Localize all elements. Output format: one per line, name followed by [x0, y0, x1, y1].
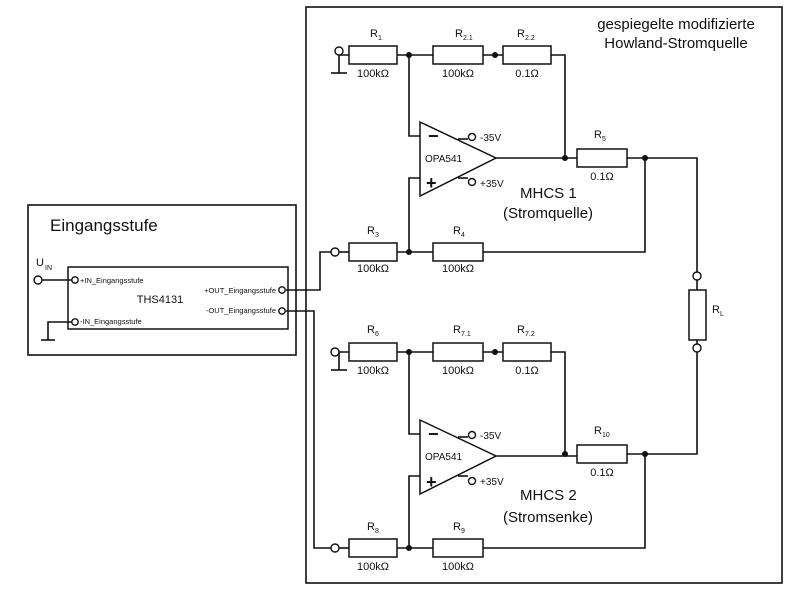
svg-text:7.1: 7.1: [461, 331, 471, 338]
wire-out-plus: [286, 251, 331, 291]
svg-text:0.1Ω: 0.1Ω: [590, 467, 614, 479]
uin-terminal: [33, 275, 43, 285]
resistor-r5: R 5 0.1Ω: [576, 129, 628, 183]
svg-text:R: R: [453, 521, 461, 533]
svg-text:R: R: [367, 324, 375, 336]
svg-text:100kΩ: 100kΩ: [357, 68, 389, 80]
svg-text:1: 1: [378, 35, 382, 42]
resistor-r22: R 2.2 0.1Ω: [502, 28, 552, 80]
svg-text:7.2: 7.2: [525, 331, 535, 338]
resistor-r21: R 2.1 100kΩ: [432, 28, 484, 80]
svg-text:100kΩ: 100kΩ: [442, 263, 474, 275]
resistor-r4: R 4 100kΩ: [432, 225, 484, 275]
svg-text:8: 8: [375, 528, 379, 535]
svg-text:R: R: [370, 28, 378, 40]
mhcs1-sub: (Stromquelle): [503, 205, 593, 222]
uin-sub: IN: [45, 265, 52, 272]
opamp2-vpos: +35V: [480, 477, 504, 488]
opamp2-vneg: -35V: [480, 431, 501, 442]
svg-text:R: R: [367, 521, 375, 533]
svg-text:4: 4: [461, 232, 465, 239]
ths4131-label: THS4131: [137, 294, 183, 306]
resistor-r3: R 3 100kΩ: [348, 225, 398, 275]
pin-in-minus-label: -IN_Eingangsstufe: [80, 317, 142, 326]
pin-out-minus-label: -OUT_Eingangsstufe: [206, 306, 276, 315]
svg-text:2.1: 2.1: [463, 35, 473, 42]
mhcs2-title: MHCS 2: [520, 487, 577, 504]
input-stage-title: Eingangsstufe: [50, 216, 158, 235]
svg-text:R: R: [453, 225, 461, 237]
svg-text:OPA541: OPA541: [425, 154, 462, 165]
input-stage-frame: [27, 204, 297, 356]
resistor-r71: R 7.1 100kΩ: [432, 324, 484, 377]
svg-text:+: +: [426, 173, 437, 193]
opamp-1: − + OPA541: [419, 120, 498, 198]
svg-text:R: R: [367, 225, 375, 237]
svg-text:R: R: [517, 28, 525, 40]
howland-block-frame: [305, 6, 783, 584]
resistor-r9: R 9 100kΩ: [432, 521, 484, 573]
svg-text:R: R: [594, 129, 602, 141]
howland-title-line1: gespiegelte modifizierte: [597, 16, 755, 33]
resistor-r6: R 6 100kΩ: [348, 324, 398, 377]
svg-text:−: −: [428, 126, 439, 146]
svg-text:0.1Ω: 0.1Ω: [590, 171, 614, 183]
svg-text:10: 10: [602, 432, 610, 439]
svg-text:0.1Ω: 0.1Ω: [515, 68, 539, 80]
svg-text:9: 9: [461, 528, 465, 535]
opamp-2: − + OPA541: [419, 418, 498, 496]
pin-in-plus-label: +IN_Eingangsstufe: [80, 276, 144, 285]
svg-text:100kΩ: 100kΩ: [357, 263, 389, 275]
svg-text:0.1Ω: 0.1Ω: [515, 365, 539, 377]
resistor-r10: R 10 0.1Ω: [576, 425, 628, 479]
uin-label: U: [36, 257, 44, 269]
svg-text:100kΩ: 100kΩ: [442, 365, 474, 377]
howland-title-line2: Howland-Stromquelle: [604, 35, 747, 52]
svg-text:2.2: 2.2: [525, 35, 535, 42]
resistor-r8: R 8 100kΩ: [348, 521, 398, 573]
svg-text:−: −: [428, 424, 439, 444]
resistor-rl: R L: [688, 289, 724, 341]
resistor-r1: R 1 100kΩ: [348, 28, 398, 80]
svg-text:100kΩ: 100kΩ: [357, 365, 389, 377]
svg-text:R: R: [517, 324, 525, 336]
svg-text:R: R: [453, 324, 461, 336]
svg-text:R: R: [594, 425, 602, 437]
svg-text:100kΩ: 100kΩ: [442, 68, 474, 80]
pin-out-plus-label: +OUT_Eingangsstufe: [204, 286, 276, 295]
svg-text:6: 6: [375, 331, 379, 338]
svg-text:5: 5: [602, 136, 606, 143]
wire-out-minus: [286, 310, 331, 549]
mhcs2-sub: (Stromsenke): [503, 509, 593, 526]
opamp1-vneg: -35V: [480, 133, 501, 144]
opamp1-vpos: +35V: [480, 179, 504, 190]
svg-text:OPA541: OPA541: [425, 452, 462, 463]
svg-text:+: +: [426, 472, 437, 492]
svg-text:R: R: [712, 304, 720, 316]
resistor-r72: R 7.2 0.1Ω: [502, 324, 552, 377]
svg-text:3: 3: [375, 232, 379, 239]
svg-text:100kΩ: 100kΩ: [442, 561, 474, 573]
ths4131-chip: THS4131 +IN_Eingangsstufe -IN_Eingangsst…: [67, 266, 289, 330]
svg-text:100kΩ: 100kΩ: [357, 561, 389, 573]
svg-text:R: R: [455, 28, 463, 40]
mhcs1-title: MHCS 1: [520, 185, 577, 202]
svg-text:L: L: [720, 311, 724, 318]
